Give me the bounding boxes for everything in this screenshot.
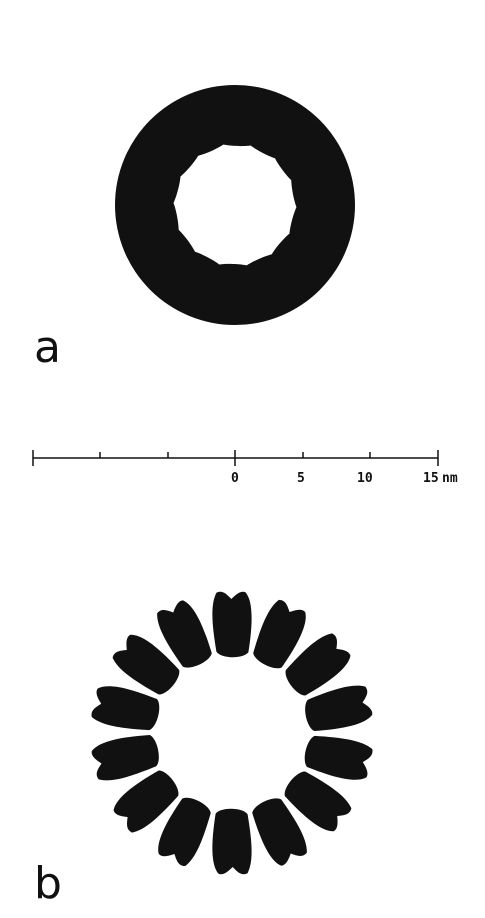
- scale-unit-label: nm: [442, 471, 458, 487]
- ring-a-edge-bump: [324, 232, 334, 242]
- ring-a-edge-bump: [178, 118, 185, 125]
- panel-label-a: a: [34, 326, 61, 370]
- ring-a-edge-bump: [243, 300, 250, 307]
- ring-a-edge-bump: [162, 272, 169, 279]
- scale-bar: [33, 450, 438, 466]
- ring-a-edge-bump: [136, 168, 146, 178]
- ring-a-edge-bump: [330, 212, 337, 219]
- ring-a-edge-bump: [133, 191, 140, 198]
- ring-a-edge-bump: [263, 293, 273, 303]
- ring-a-edge-bump: [197, 107, 207, 117]
- scale-tick-label: 10: [357, 471, 373, 487]
- ring-b-structure: [89, 591, 374, 875]
- ring-a-edge-bump: [160, 131, 170, 141]
- ring-b-subunit: [212, 808, 252, 874]
- ring-a-edge-bump: [301, 131, 308, 138]
- ring-b-subunits: [89, 591, 374, 875]
- ring-a-edge-bump: [220, 103, 227, 110]
- ring-a-edge-bump: [313, 147, 323, 157]
- ring-a-structure: [114, 85, 356, 325]
- scale-tick-label: 15: [423, 471, 439, 487]
- ring-a-edge-bump: [282, 116, 292, 126]
- ring-a-edge-bump: [328, 188, 338, 198]
- ring-a-edge-bump: [138, 235, 145, 242]
- scale-tick-label: 5: [297, 471, 305, 487]
- ring-a-edge-bump: [220, 299, 230, 309]
- ring-a-edge-bump: [200, 295, 207, 302]
- ring-a-edge-bump: [240, 102, 250, 112]
- ring-b-subunit: [212, 591, 252, 657]
- ring-a-edge-bump: [316, 254, 323, 261]
- ring-a-edge-bump: [132, 212, 142, 222]
- scale-tick-label: 0: [231, 471, 239, 487]
- ring-a-edge-bump: [285, 285, 292, 292]
- ring-a-edge-bump: [264, 108, 271, 115]
- ring-a-edge-bump: [147, 150, 154, 157]
- ring-a-edge-bump: [301, 270, 311, 280]
- ring-a-edge-bump: [325, 168, 332, 175]
- ring-a-edge-bump: [178, 284, 188, 294]
- panel-label-b: b: [34, 862, 62, 906]
- ring-a-edge-bump: [147, 253, 157, 263]
